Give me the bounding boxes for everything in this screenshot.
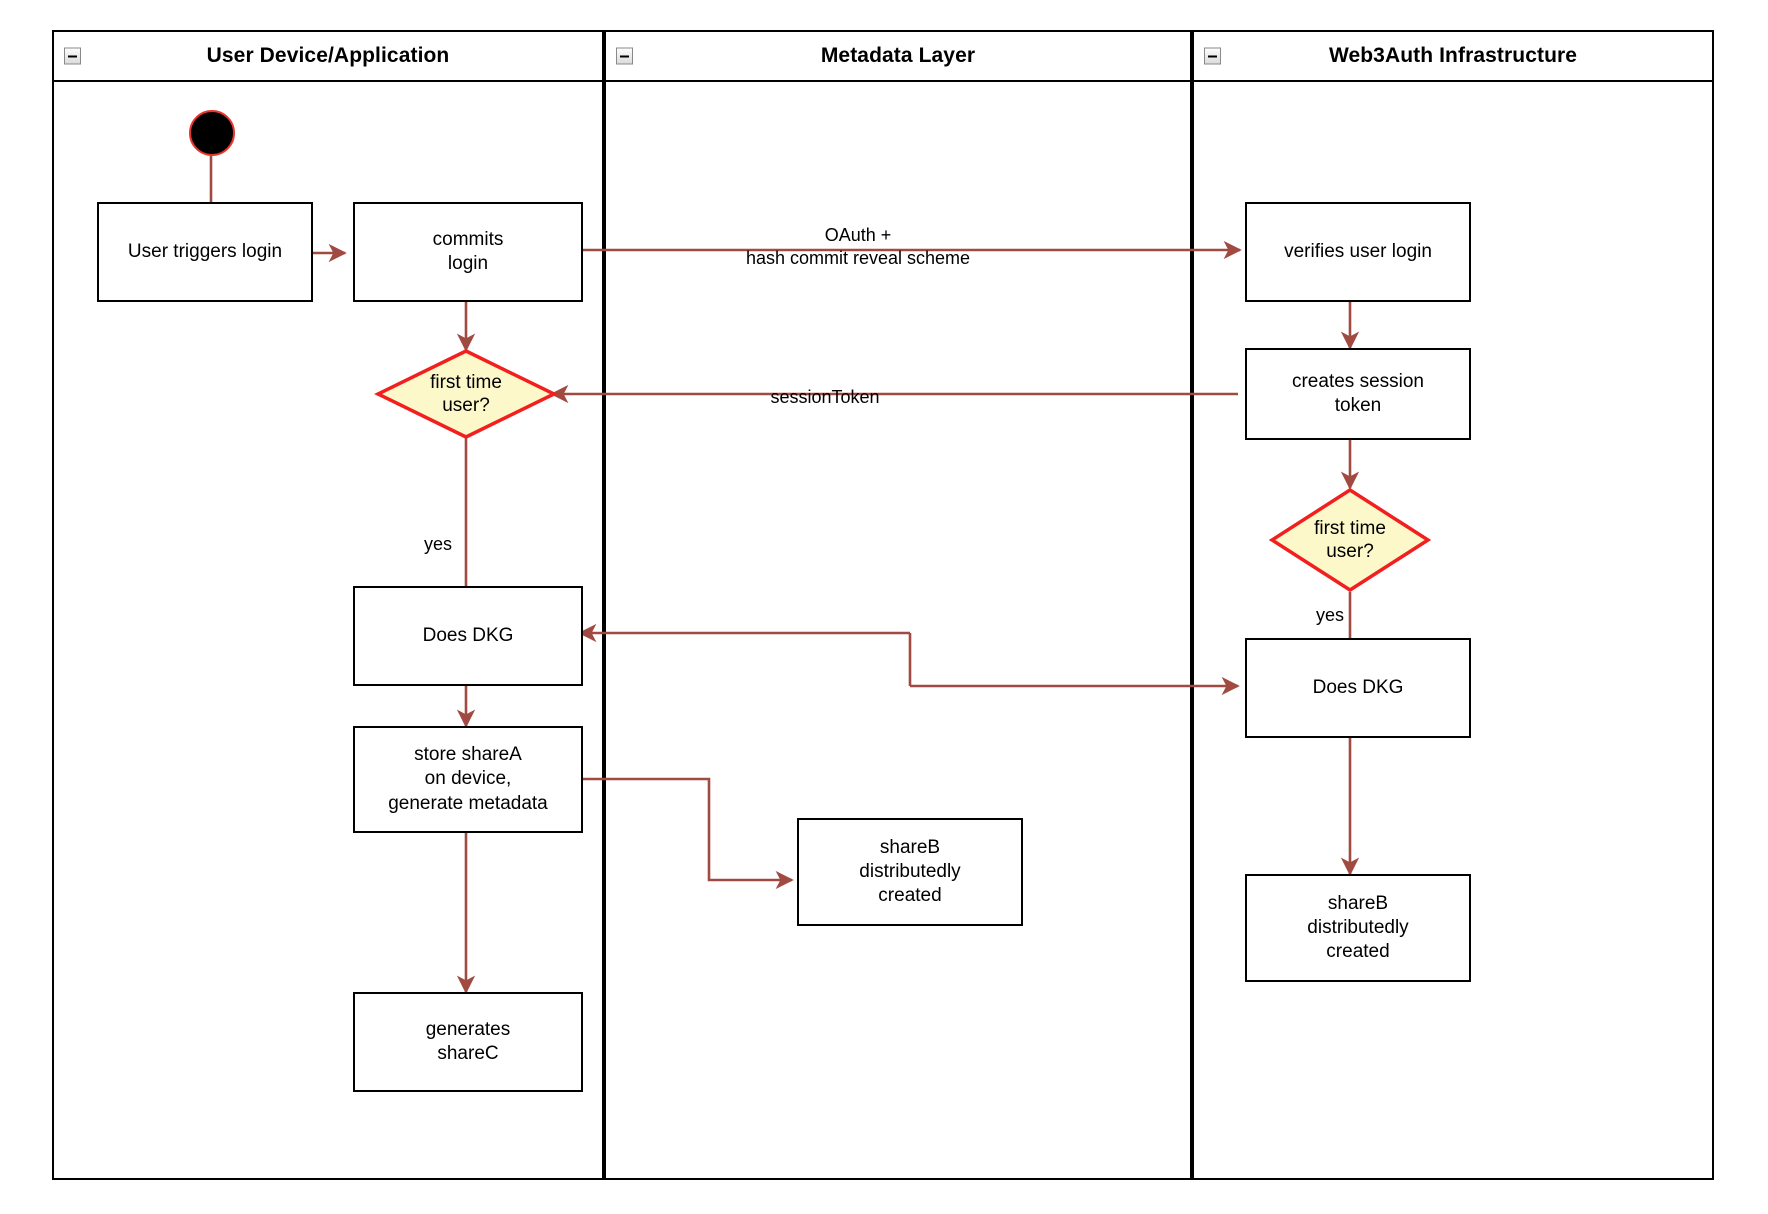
node-label: shareB distributedly created [859,836,961,907]
collapse-minus-icon[interactable] [64,47,81,65]
node-label: Does DKG [1312,676,1404,698]
node-shareb-created-web3auth[interactable]: shareB distributedly created [1245,874,1471,982]
swimlane-title-web3auth: Web3Auth Infrastructure [1328,44,1578,67]
node-store-sharea[interactable]: store shareA on device, generate metadat… [353,726,583,833]
node-commits-login[interactable]: commits login [353,202,583,302]
node-label: User triggers login [127,240,283,262]
node-does-dkg-right[interactable]: Does DKG [1245,638,1471,738]
swimlane-title-metadata-layer: Metadata Layer [820,44,976,67]
node-does-dkg-left[interactable]: Does DKG [353,586,583,686]
decision-first-time-user-left[interactable]: first time user? [374,349,558,439]
node-creates-session-token[interactable]: creates session token [1245,348,1471,440]
node-label: creates session token [1291,370,1424,416]
decision-shape [1268,487,1432,593]
node-verifies-user-login[interactable]: verifies user login [1245,202,1471,302]
node-shareb-created-metadata[interactable]: shareB distributedly created [797,818,1023,926]
node-label: verifies user login [1284,240,1432,262]
node-label: commits login [432,228,504,274]
swimlane-header-web3auth: Web3Auth Infrastructure [1192,30,1714,82]
node-label: Does DKG [422,624,514,646]
decision-first-time-user-right[interactable]: first time user? [1268,487,1432,593]
node-user-triggers-login[interactable]: User triggers login [97,202,313,302]
edge-label-session-token: sessionToken [770,387,880,407]
swimlane-header-metadata-layer: Metadata Layer [604,30,1192,82]
start-node[interactable] [189,110,235,156]
node-label: store shareA on device, generate metadat… [388,744,548,814]
node-generates-sharec[interactable]: generates shareC [353,992,583,1092]
collapse-minus-icon[interactable] [616,47,633,65]
edge-label-yes-right: yes [1315,605,1344,625]
swimlane-metadata-layer [604,30,1192,1180]
node-label: shareB distributedly created [1307,892,1409,963]
decision-shape [374,349,558,439]
edge-label-yes-left: yes [423,534,452,554]
swimlane-title-user-device: User Device/Application [206,44,450,67]
swimlane-header-user-device: User Device/Application [52,30,604,82]
edge-label-oauth: OAuth + hash commit reveal scheme [745,225,971,269]
node-label: generates shareC [425,1018,511,1064]
collapse-minus-icon[interactable] [1204,47,1221,65]
